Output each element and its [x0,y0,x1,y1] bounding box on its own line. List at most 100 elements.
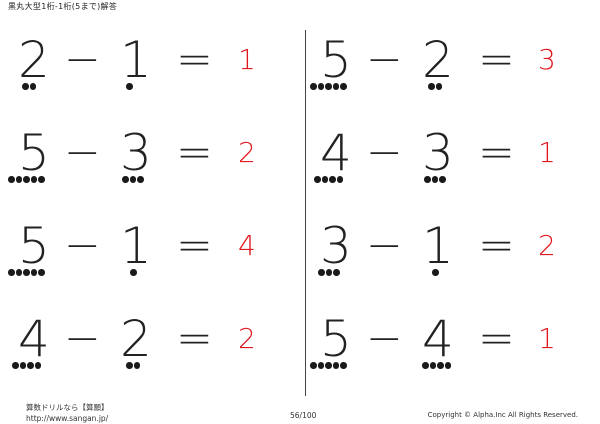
answer: 1 [238,43,256,76]
answer: 4 [238,229,256,262]
count-dot [336,176,343,183]
minuend-dots [310,83,347,91]
minuend: 5 [320,31,352,89]
count-dot [8,176,15,183]
problem-5: 5 − 2 = 3 [302,26,592,119]
count-dot [314,176,321,183]
minus-sign: − [366,34,403,85]
subtrahend-dots [432,269,439,277]
minuend-dots [8,269,45,277]
footer-site-name: 算数ドリルなら【算願】 [26,403,109,412]
minuend-dots [310,362,347,370]
footer-site-info: 算数ドリルなら【算願】 http://www.sangan.jp/ [26,402,109,424]
subtrahend-dots [424,176,446,184]
count-dot [29,83,36,90]
count-dot [325,362,332,369]
count-dot [321,176,328,183]
count-dot [30,176,37,183]
count-dot [34,362,41,369]
answer: 1 [538,136,556,169]
count-dot [422,362,429,369]
minus-sign: − [64,34,101,85]
count-dot [23,176,30,183]
count-dot [317,83,324,90]
minuend: 5 [320,310,352,368]
problem-8: 5 − 4 = 1 [302,305,592,398]
problem-6: 4 − 3 = 1 [302,119,592,212]
count-dot [325,83,332,90]
count-dot [19,362,26,369]
equals-sign: = [478,127,515,178]
minuend: 2 [18,31,50,89]
problem-3: 5 − 1 = 4 [0,212,290,305]
count-dot [122,176,129,183]
count-dot [435,83,442,90]
minus-sign: − [366,313,403,364]
column-divider [305,30,306,396]
subtrahend: 3 [422,124,454,182]
minus-sign: − [366,220,403,271]
minuend: 4 [18,310,50,368]
equals-sign: = [176,220,213,271]
count-dot [431,176,438,183]
count-dot [329,176,336,183]
count-dot [133,362,140,369]
count-dot [15,176,22,183]
subtrahend: 2 [120,310,152,368]
minuend-dots [8,176,45,184]
count-dot [444,362,451,369]
minuend-dots [318,269,340,277]
subtrahend: 4 [422,310,454,368]
count-dot [126,362,133,369]
count-dot [332,83,339,90]
problem-2: 5 − 3 = 2 [0,119,290,212]
equals-sign: = [478,34,515,85]
subtrahend-dots [422,362,451,370]
problem-1: 2 − 1 = 1 [0,26,290,119]
minus-sign: − [64,127,101,178]
minuend-dots [22,83,36,91]
count-dot [437,362,444,369]
count-dot [432,269,439,276]
subtrahend-dots [126,362,140,370]
count-dot [318,269,325,276]
count-dot [333,269,340,276]
count-dot [310,362,317,369]
count-dot [332,362,339,369]
minus-sign: − [64,220,101,271]
count-dot [8,269,15,276]
problem-7: 3 − 1 = 2 [302,212,592,305]
subtrahend-dots [122,176,144,184]
subtrahend-dots [130,269,137,277]
subtrahend: 1 [120,31,152,89]
equals-sign: = [478,313,515,364]
count-dot [38,176,45,183]
equals-sign: = [176,127,213,178]
count-dot [15,269,22,276]
count-dot [340,83,347,90]
answer: 1 [538,322,556,355]
footer-url-link[interactable]: http://www.sangan.jp/ [26,414,109,423]
count-dot [22,83,29,90]
count-dot [340,362,347,369]
subtrahend-dots [428,83,442,91]
count-dot [27,362,34,369]
subtrahend: 3 [120,124,152,182]
problem-column-right: 5 − 2 = 3 4 − 3 = 1 3 − 1 = 2 5 − 4 = 1 [302,26,592,398]
subtrahend: 2 [422,31,454,89]
minus-sign: − [64,313,101,364]
minuend: 5 [18,124,50,182]
answer: 3 [538,43,556,76]
minuend: 3 [320,217,352,275]
count-dot [428,83,435,90]
count-dot [429,362,436,369]
problem-column-left: 2 − 1 = 1 5 − 3 = 2 5 − 1 = 4 4 − 2 = 2 [0,26,290,398]
count-dot [38,269,45,276]
count-dot [439,176,446,183]
answer: 2 [538,229,556,262]
page-number: 56/100 [290,411,317,420]
equals-sign: = [176,313,213,364]
count-dot [317,362,324,369]
answer: 2 [238,322,256,355]
count-dot [23,269,30,276]
